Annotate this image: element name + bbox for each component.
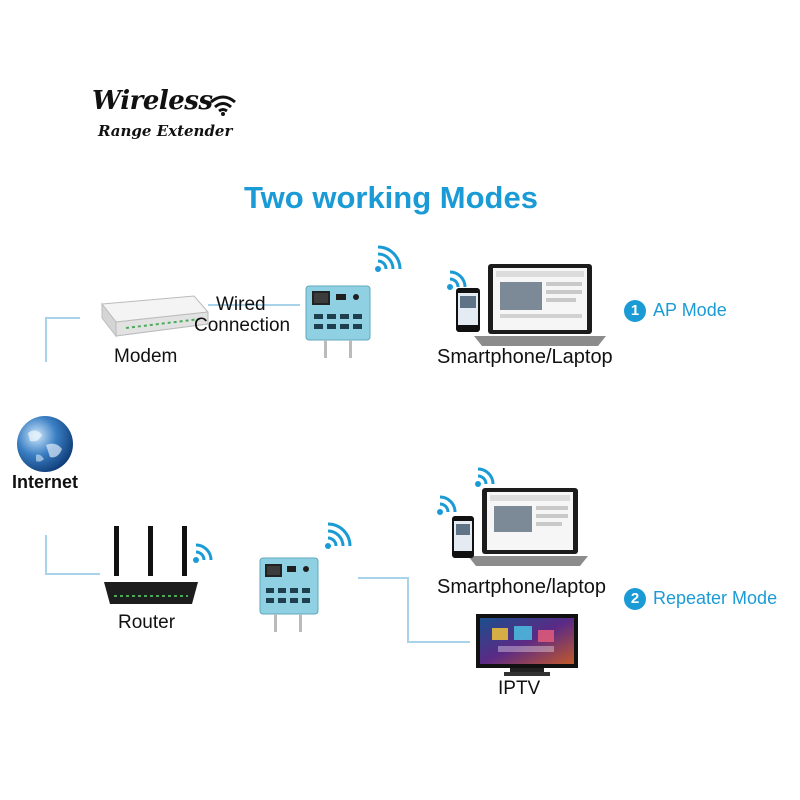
mode-2-label: Repeater Mode (653, 588, 778, 608)
logo-title: Wireless (92, 86, 213, 116)
laptop-icon (452, 488, 588, 566)
wifi-signal-icon (437, 495, 457, 515)
internet-router-connector (45, 535, 100, 575)
wifi-signal-icon (325, 522, 352, 549)
laptop-icon (456, 264, 606, 346)
internet-label: Internet (12, 472, 79, 492)
modem-icon (101, 295, 210, 338)
extender-iptv-connector (358, 577, 470, 643)
tv-icon (476, 614, 578, 676)
page-title: Two working Modes (244, 180, 538, 215)
wifi-signal-icon (375, 245, 402, 272)
repeater-devices-label: Smartphone/laptop (437, 576, 607, 598)
internet-modem-connector (45, 317, 80, 362)
mode-1-label: AP Mode (653, 300, 727, 320)
mode-2-badge: 2 (624, 588, 646, 610)
wifi-logo-icon (210, 95, 236, 116)
wifi-signal-icon (447, 270, 467, 290)
wired-label-line1: Wired (216, 294, 266, 315)
ap-devices-label: Smartphone/Laptop (437, 346, 613, 368)
router-icon (104, 526, 198, 604)
router-label: Router (118, 612, 176, 633)
wifi-signal-icon (475, 467, 495, 487)
modem-label: Modem (114, 346, 178, 367)
wired-label-line2: Connection (194, 315, 291, 336)
mode-1-badge: 1 (624, 300, 646, 322)
logo-subtitle: Range Extender (98, 122, 233, 140)
range-extender-icon (305, 285, 371, 358)
range-extender-icon (259, 557, 319, 632)
globe-icon (17, 416, 73, 472)
wifi-signal-icon (193, 543, 213, 563)
iptv-label: IPTV (498, 678, 541, 699)
